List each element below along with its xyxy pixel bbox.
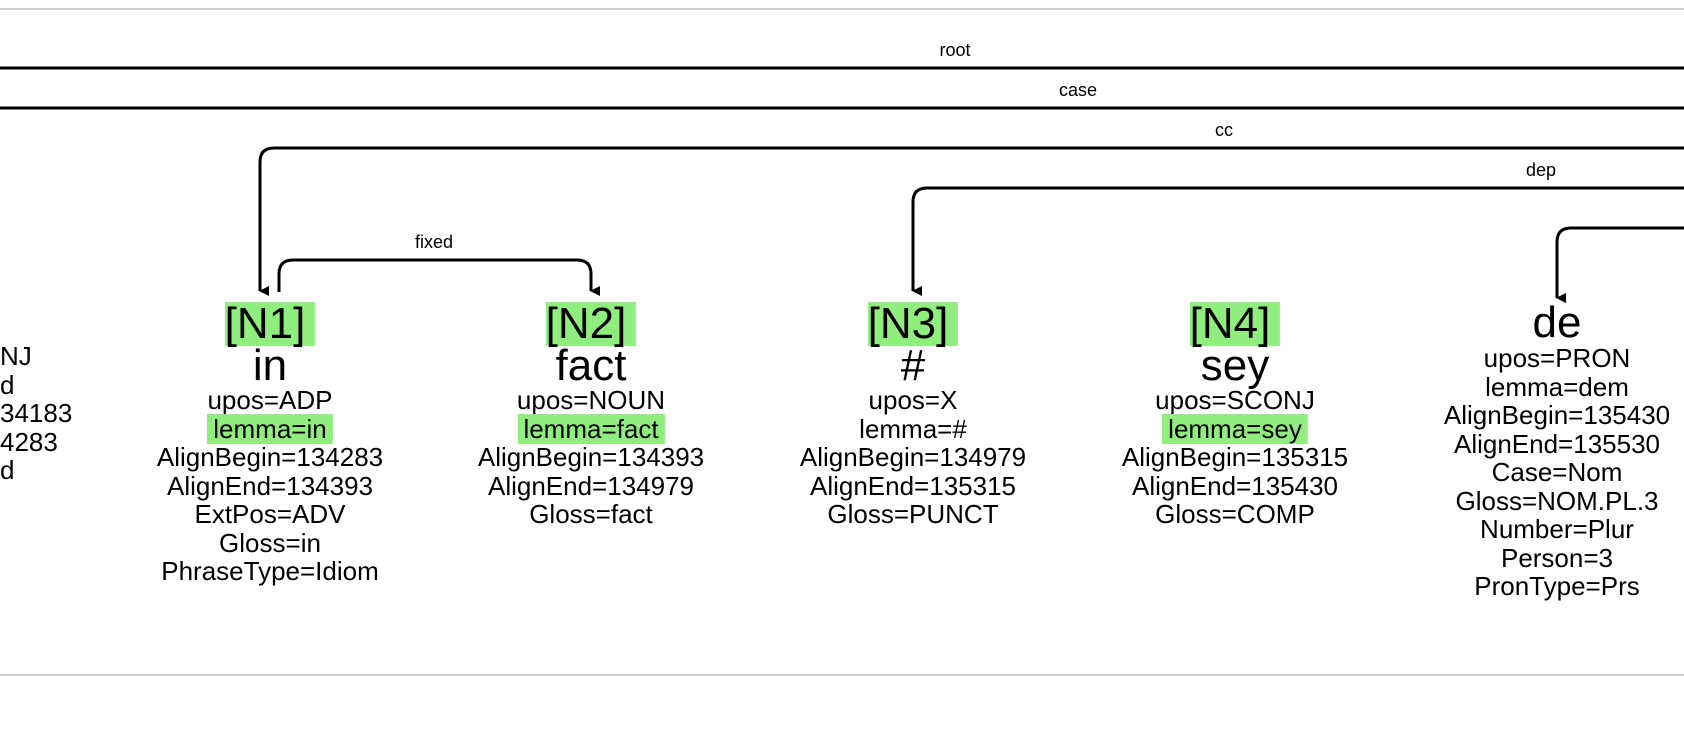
token-feature-line: lemma=dem	[1485, 371, 1629, 402]
token-feature-line: Gloss=PUNCT	[827, 499, 999, 529]
token-n4[interactable]: [N4] sey upos=SCONJ lemma=sey AlignBegin…	[1116, 302, 1354, 529]
token-feature-line: upos=PRON	[1483, 343, 1631, 373]
node-id-n4: [N4]	[1189, 302, 1281, 346]
token-feature-line: AlignEnd=134393	[166, 470, 374, 501]
arc-cc[interactable]	[258, 146, 1684, 296]
partial-feature-line: 34183	[0, 398, 73, 428]
token-n1[interactable]: [N1] in upos=ADP lemma=in AlignBegin=134…	[151, 302, 389, 586]
token-feature-line: Person=3	[1500, 542, 1614, 573]
node-id-n2: [N2]	[545, 302, 637, 346]
token-feature-line: upos=ADP	[207, 385, 333, 415]
token-feature-line: lemma=fact	[472, 413, 710, 444]
token-feature-line: AlignEnd=135530	[1453, 428, 1661, 459]
token-feature-line: AlignBegin=135430	[1443, 400, 1671, 430]
token-feature-line: lemma=#	[859, 413, 967, 444]
node-id-n3: [N3]	[867, 302, 959, 346]
token-form-n1: in	[252, 341, 288, 390]
token-feature-line: Gloss=fact	[529, 499, 653, 529]
token-feature-line: PhraseType=Idiom	[161, 556, 379, 586]
arc-label-root: root	[939, 40, 970, 60]
token-feature-line: lemma=sey	[1116, 413, 1354, 444]
token-feature-line: Gloss=COMP	[1155, 499, 1315, 529]
token-feature-line: Case=Nom	[1491, 457, 1623, 487]
node-id-n1: [N1]	[224, 302, 316, 346]
arc-partial[interactable]	[1555, 226, 1684, 303]
arc-label-fixed: fixed	[415, 232, 453, 252]
arc-fixed[interactable]	[277, 258, 600, 296]
token-form-n2: fact	[555, 341, 627, 390]
arc-label-case: case	[1059, 80, 1097, 100]
token-feature-line: AlignBegin=134393	[477, 442, 705, 472]
token-feature-line: Gloss=in	[219, 527, 321, 558]
token-feature-line: upos=SCONJ	[1155, 385, 1315, 415]
token-feature-line: AlignBegin=134283	[156, 442, 384, 472]
token-n2[interactable]: [N2] fact upos=NOUN lemma=fact AlignBegi…	[472, 302, 710, 529]
token-feature-line: ExtPos=ADV	[194, 499, 346, 529]
partial-feature-line: NJ	[0, 341, 32, 371]
partial-feature-line: d	[0, 455, 15, 485]
token-feature-line: AlignEnd=135315	[809, 470, 1017, 501]
token-feature-line: PronType=Prs	[1474, 571, 1640, 601]
token-feature-line: lemma=in	[151, 413, 389, 444]
highlighted-lemma: lemma=sey	[1162, 413, 1308, 444]
token-feature-line: AlignBegin=135315	[1121, 442, 1349, 472]
highlighted-lemma: lemma=fact	[517, 413, 665, 444]
arc-label-cc: cc	[1215, 120, 1233, 140]
token-feature-line: AlignEnd=134979	[487, 470, 695, 501]
bottom-border	[0, 674, 1684, 676]
token-form-n3: #	[900, 341, 926, 390]
token-de[interactable]: de upos=PRON lemma=dem AlignBegin=135430…	[1438, 298, 1676, 601]
token-n3[interactable]: [N3] # upos=X lemma=# AlignBegin=134979 …	[794, 302, 1032, 529]
arc-label-dep: dep	[1526, 160, 1556, 180]
token-feature-line: Gloss=NOM.PL.3	[1455, 485, 1659, 516]
arc-dep[interactable]	[911, 186, 1684, 296]
partial-feature-line: 4283	[0, 426, 58, 457]
top-border	[0, 8, 1684, 10]
highlighted-lemma: lemma=in	[207, 413, 333, 444]
token-feature-line: Number=Plur	[1480, 514, 1634, 544]
token-feature-line: AlignEnd=135430	[1131, 470, 1339, 501]
partial-token: NJ d 34183 4283 d	[0, 342, 72, 485]
token-form-de: de	[1532, 298, 1582, 347]
token-feature-line: upos=NOUN	[516, 385, 666, 415]
token-feature-line: upos=X	[868, 385, 958, 415]
token-feature-line: AlignBegin=134979	[799, 442, 1027, 472]
partial-feature-line: d	[0, 369, 15, 400]
token-form-n4: sey	[1200, 341, 1270, 390]
